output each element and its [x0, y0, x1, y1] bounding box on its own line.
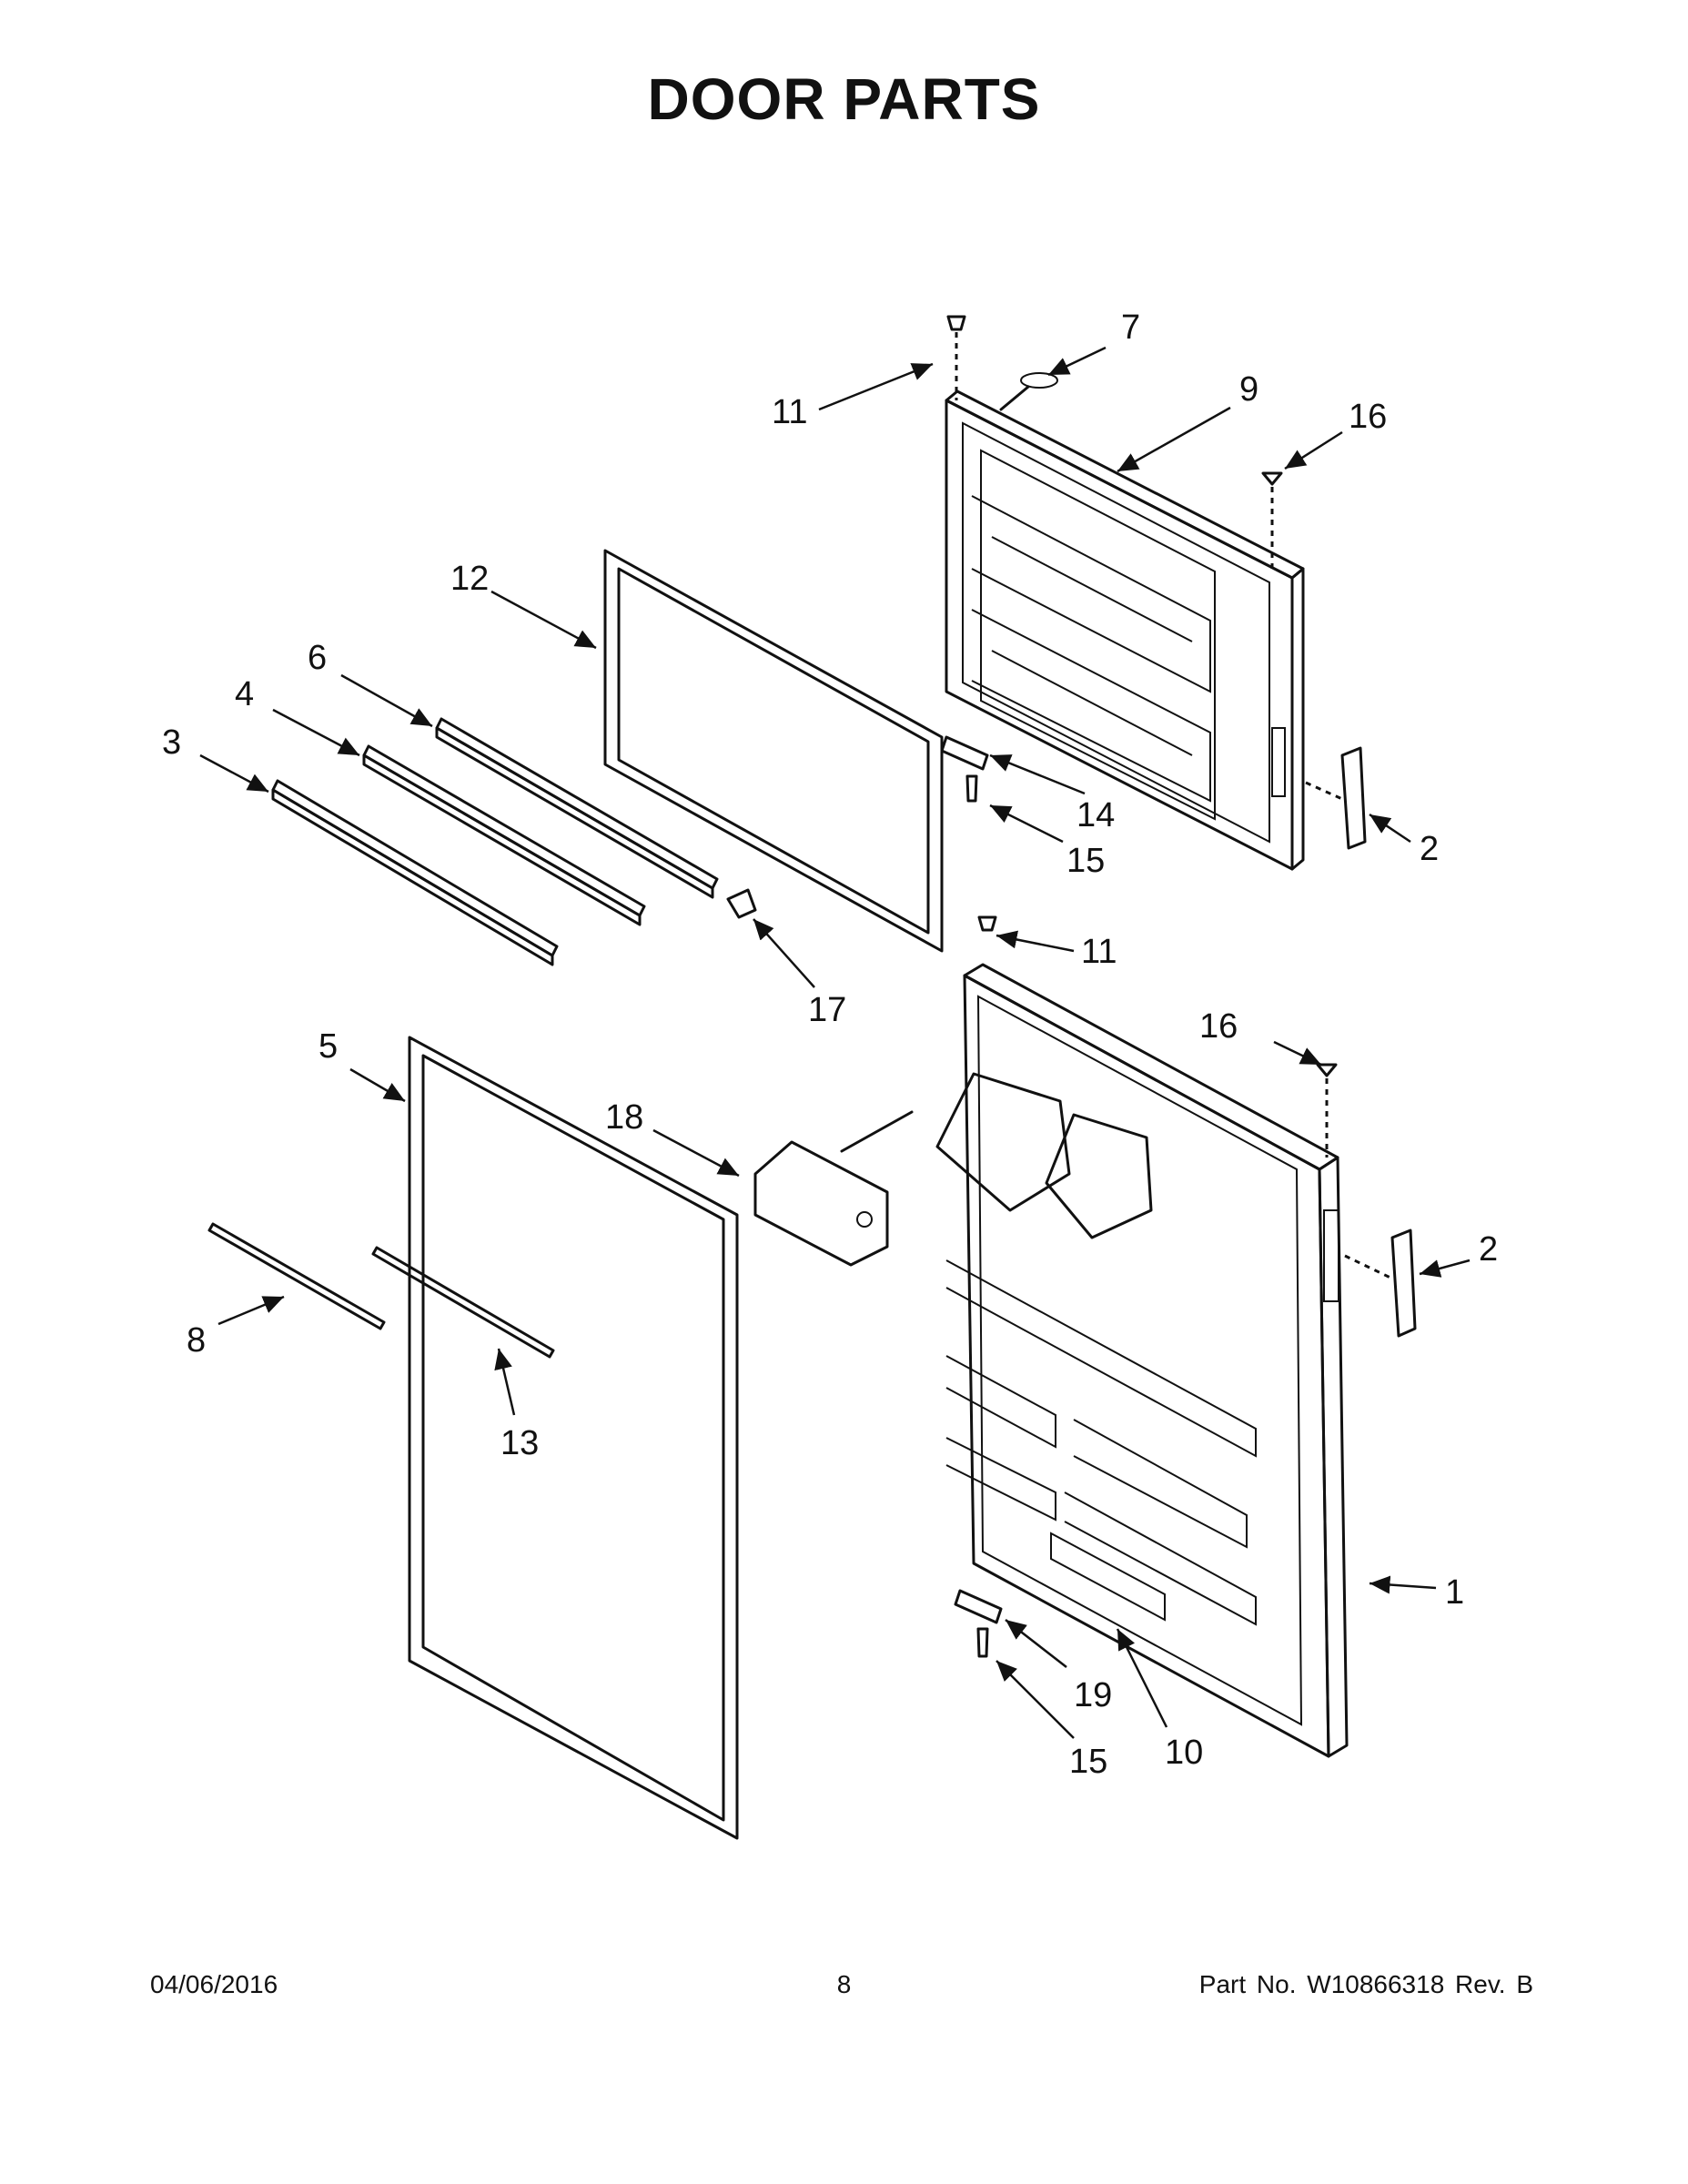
plug-11a: [946, 315, 966, 331]
screw-15a: [965, 774, 978, 803]
footer-date: 04/06/2016: [150, 1970, 278, 1998]
callout-2-lower: 2: [1479, 1230, 1498, 1269]
callout-15-upper: 15: [1066, 842, 1105, 880]
clip-17: [726, 888, 757, 919]
footer-part-number: Part No. W10866318 Rev. B: [1198, 1970, 1533, 1998]
callout-4: 4: [235, 675, 254, 713]
callout-7: 7: [1121, 308, 1140, 347]
freezer-gasket: [603, 549, 944, 953]
callout-10: 10: [1165, 1734, 1203, 1772]
callout-16-upper: 16: [1349, 398, 1387, 436]
footer-page-number: 8: [836, 1970, 852, 1998]
callout-19: 19: [1074, 1676, 1112, 1714]
callout-18: 18: [605, 1098, 643, 1137]
fresh-food-gasket: [408, 1036, 739, 1840]
callout-5: 5: [318, 1027, 338, 1066]
freezer-handle: [1340, 746, 1367, 850]
trim-strips: [271, 717, 719, 966]
callout-13: 13: [500, 1424, 539, 1462]
callout-15-lower: 15: [1069, 1743, 1107, 1781]
callout-2-upper: 2: [1420, 830, 1439, 868]
fresh-food-door: [935, 963, 1349, 1758]
dairy-cover: [753, 1140, 889, 1267]
cap-16b: [1316, 1063, 1338, 1077]
fresh-food-handle: [1390, 1228, 1417, 1338]
callout-1: 1: [1445, 1573, 1464, 1612]
freezer-door: [945, 389, 1305, 871]
callout-17: 17: [808, 991, 846, 1029]
callout-3: 3: [162, 723, 181, 762]
callout-11-lower: 11: [1081, 933, 1117, 971]
page-title: DOOR PARTS: [647, 66, 1041, 132]
screw-15b: [976, 1627, 989, 1658]
callout-11-upper: 11: [772, 393, 807, 431]
lower-trim-strips: [207, 1222, 555, 1359]
callout-16-lower: 16: [1199, 1007, 1238, 1046]
callout-8: 8: [187, 1321, 206, 1360]
hinge-19: [954, 1589, 1003, 1624]
hinge-14: [940, 735, 989, 771]
callout-14: 14: [1076, 796, 1115, 834]
callout-12: 12: [450, 560, 489, 598]
callout-9: 9: [1239, 370, 1258, 409]
plug-11b: [977, 915, 997, 932]
cap-16a: [1261, 471, 1283, 486]
leader-lines: [199, 346, 1471, 1739]
callout-6: 6: [308, 639, 327, 677]
washer-7: [1020, 372, 1058, 389]
